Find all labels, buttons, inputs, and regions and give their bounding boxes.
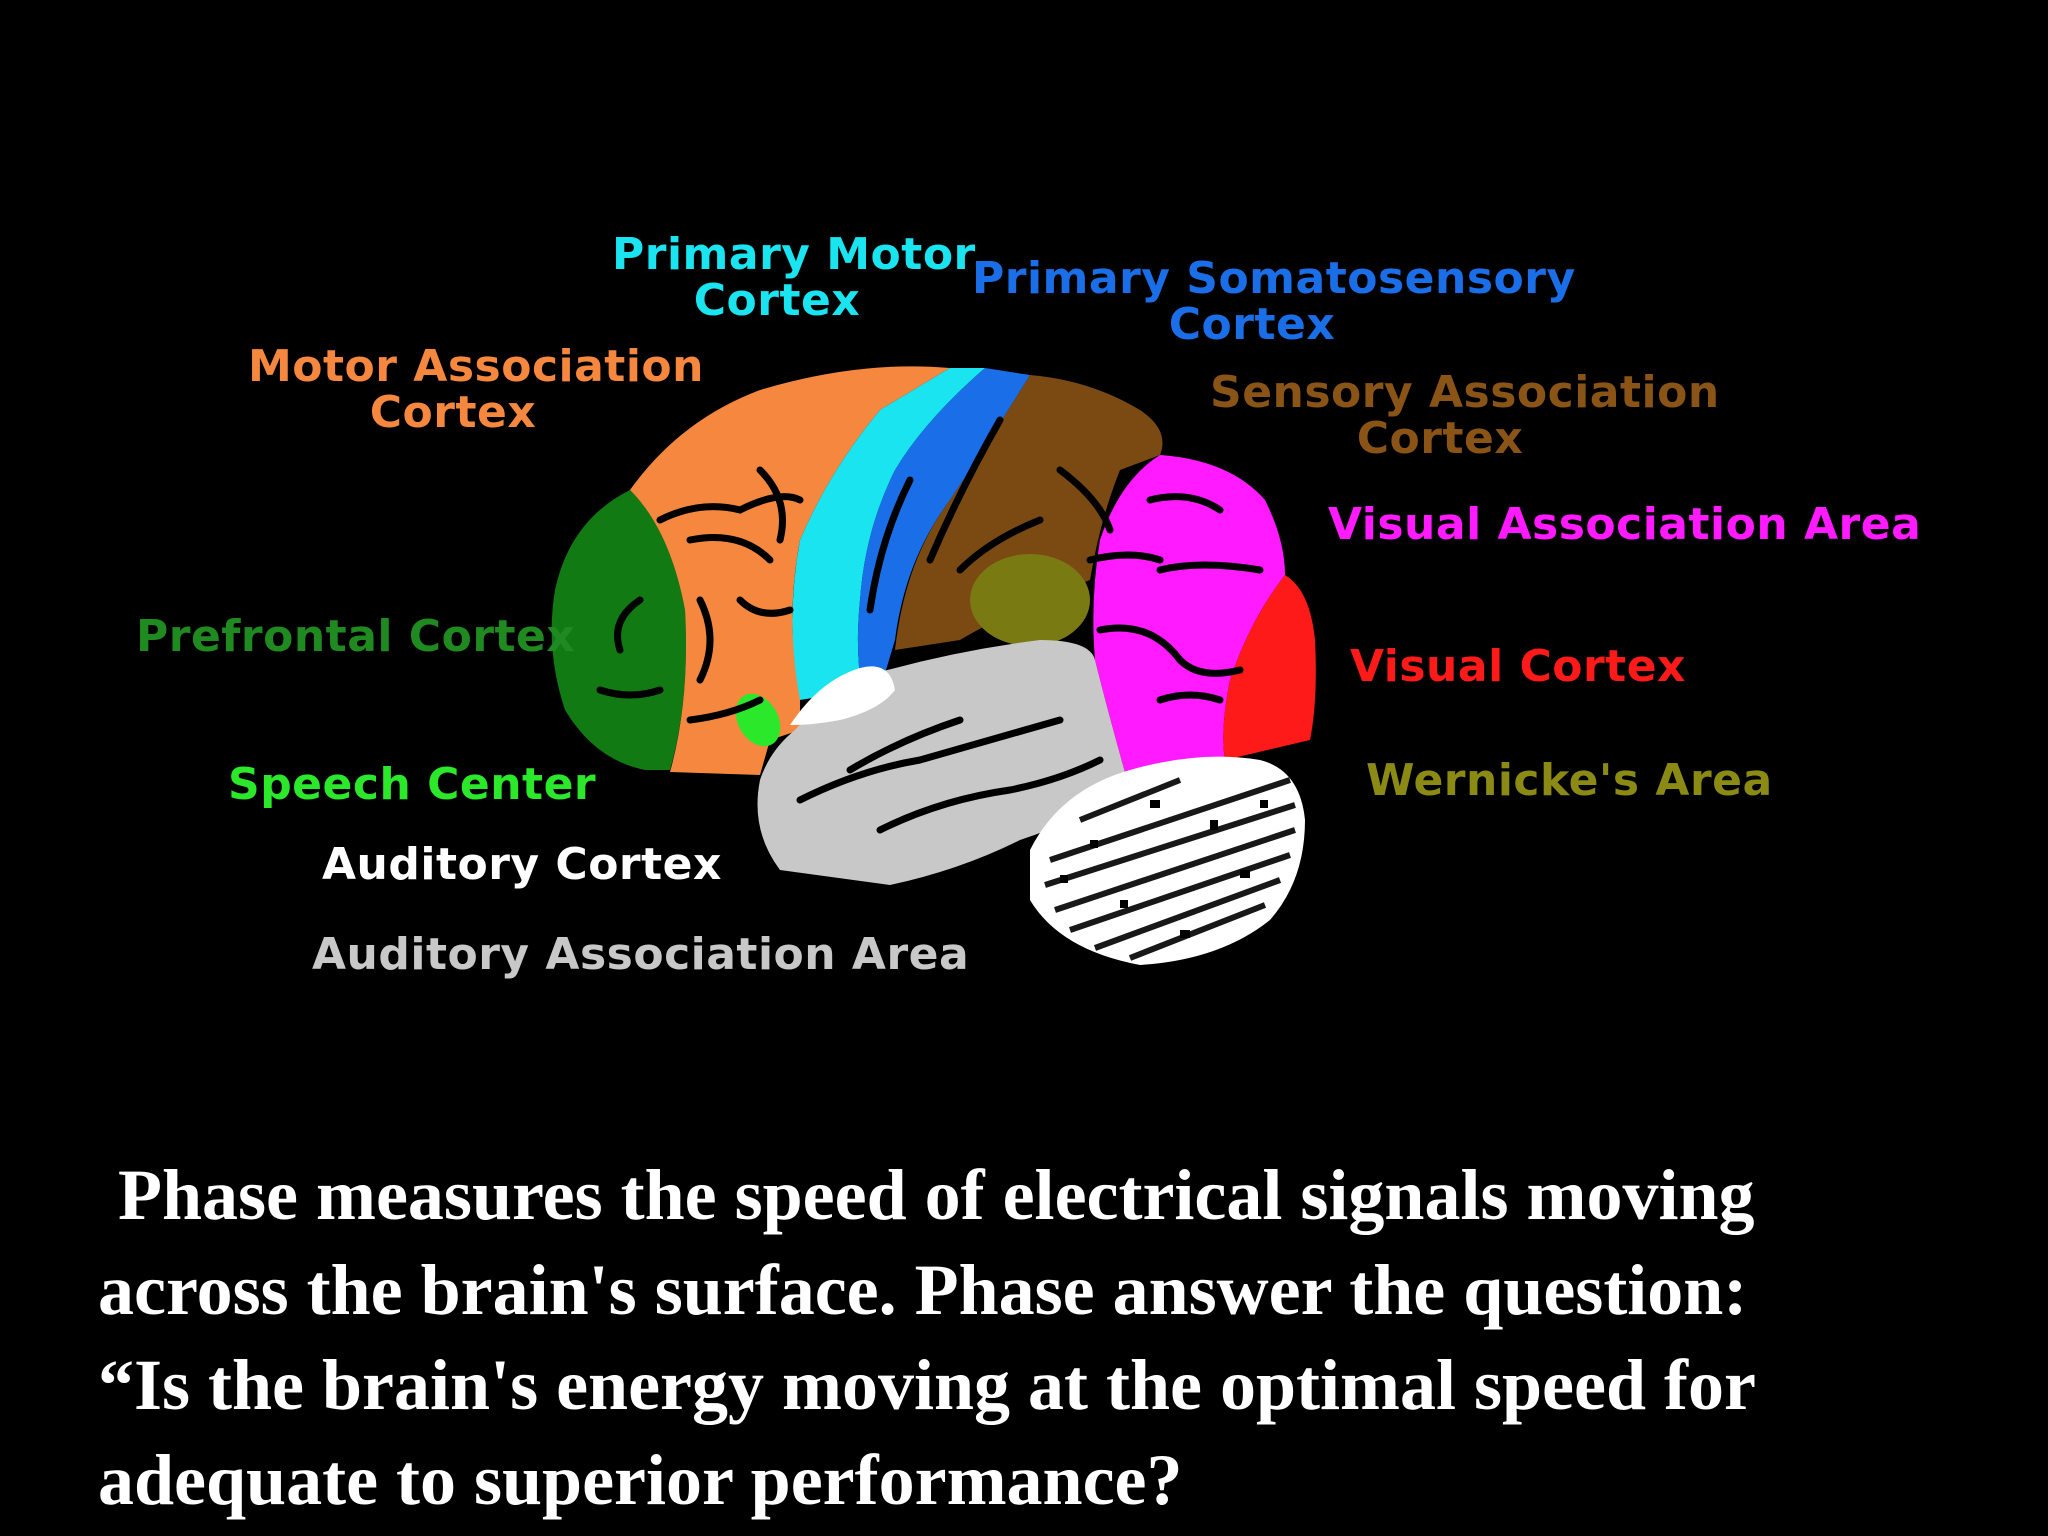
label-primary-somatosensory-cortex: Primary Somatosensory Cortex — [972, 253, 1576, 350]
label-motor-association-cortex-line1: Motor Association — [248, 341, 704, 392]
slide-caption: Phase measures the speed of electrical s… — [98, 1148, 1998, 1528]
label-visual-association-area: Visual Association Area — [1328, 499, 1922, 550]
cerebellum-region — [1030, 756, 1305, 965]
label-primary-somatosensory-cortex-line1: Primary Somatosensory — [972, 253, 1576, 304]
label-visual-cortex: Visual Cortex — [1350, 641, 1686, 692]
label-auditory-cortex: Auditory Cortex — [322, 839, 722, 890]
label-auditory-association-area: Auditory Association Area — [312, 929, 970, 980]
auditory-cortex-region — [790, 666, 895, 725]
label-primary-motor-cortex-line1: Primary Motor — [612, 229, 976, 280]
brain-sulci-lines — [596, 416, 1264, 834]
sensory-association-cortex-region — [895, 375, 1163, 650]
label-primary-somatosensory-cortex-line2: Cortex — [1168, 299, 1336, 350]
caption-line-3: “Is the brain's energy moving at the opt… — [98, 1345, 1756, 1425]
label-primary-motor-cortex-line2: Cortex — [693, 275, 861, 326]
visual-association-area-region — [1093, 455, 1285, 790]
label-primary-motor-cortex: Primary Motor Cortex — [612, 229, 976, 326]
label-prefrontal-cortex: Prefrontal Cortex — [136, 611, 576, 662]
label-wernickes-area: Wernicke's Area — [1366, 755, 1773, 806]
caption-line-1: Phase measures the speed of electrical s… — [118, 1155, 1755, 1235]
label-motor-association-cortex: Motor Association Cortex — [248, 341, 704, 438]
visual-cortex-region — [1223, 575, 1316, 760]
label-speech-center: Speech Center — [228, 759, 597, 810]
caption-line-2: across the brain's surface. Phase answer… — [98, 1250, 1748, 1330]
label-sensory-association-cortex: Sensory Association Cortex — [1210, 367, 1720, 464]
wernickes-area-region — [970, 554, 1090, 646]
caption-line-4: adequate to superior performance? — [98, 1440, 1183, 1520]
label-sensory-association-cortex-line1: Sensory Association — [1210, 367, 1720, 418]
label-sensory-association-cortex-line2: Cortex — [1356, 413, 1524, 464]
label-motor-association-cortex-line2: Cortex — [369, 387, 537, 438]
motor-association-cortex-region — [630, 366, 950, 775]
primary-motor-cortex-region — [792, 368, 985, 700]
